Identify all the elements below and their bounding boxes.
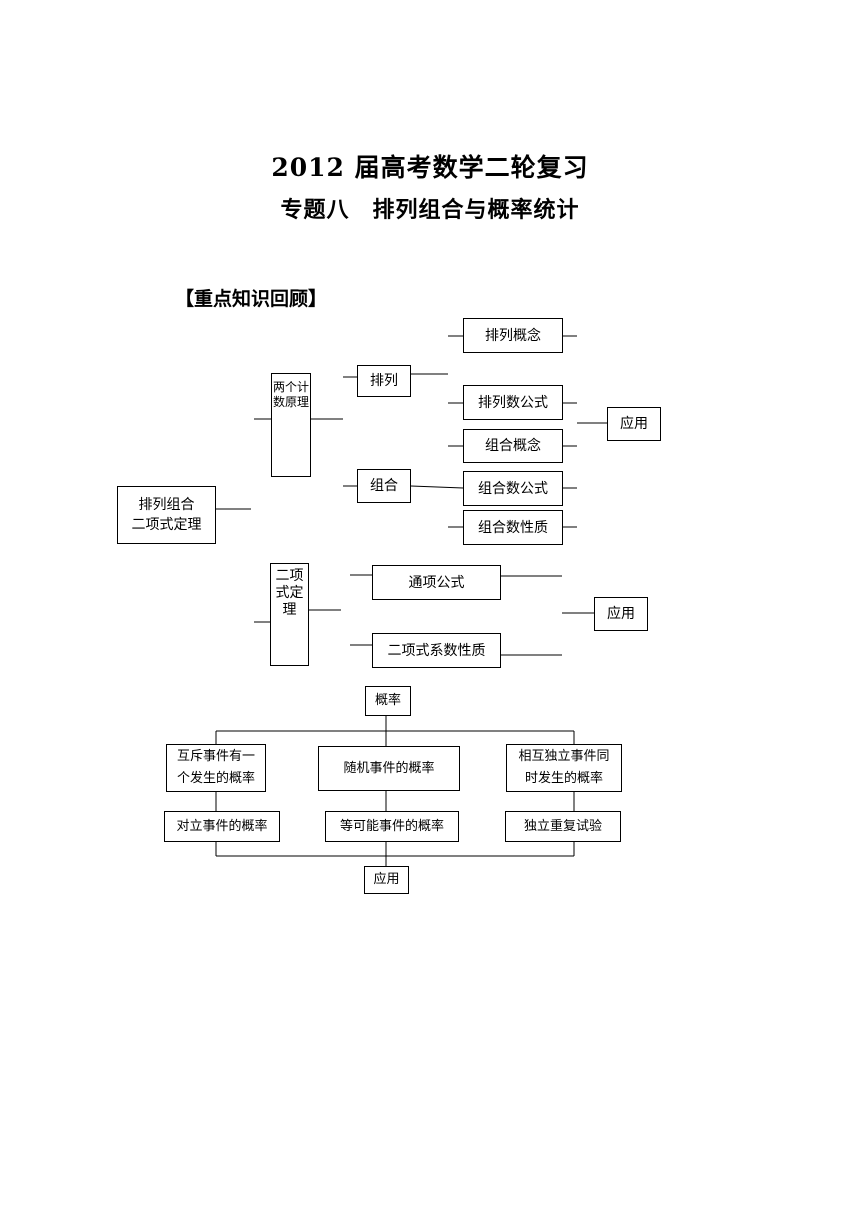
mutually-exclusive-box: 互斥事件有一个发生的概率 — [166, 744, 266, 792]
application-box-2: 应用 — [594, 597, 648, 631]
counting-principles-box: 两个计数原理 — [271, 373, 311, 477]
document-title: 2012 届高考数学二轮复习 — [271, 153, 589, 182]
equally-likely-box: 等可能事件的概率 — [325, 811, 459, 842]
comb-property-box: 组合数性质 — [463, 510, 563, 545]
combination-box: 组合 — [357, 469, 411, 503]
binomial-theorem-box: 二项式定理 — [270, 563, 309, 666]
root-box: 排列组合 二项式定理 — [117, 486, 216, 544]
application-box-1: 应用 — [607, 407, 661, 441]
perm-formula-box: 排列数公式 — [463, 385, 563, 420]
permutation-box: 排列 — [357, 365, 411, 397]
general-term-box: 通项公式 — [372, 565, 501, 600]
comb-concept-box: 组合概念 — [463, 429, 563, 463]
random-event-box: 随机事件的概率 — [318, 746, 460, 791]
section-heading: 【重点知识回顾】 — [175, 288, 328, 310]
perm-concept-box: 排列概念 — [463, 318, 563, 353]
independent-events-box: 相互独立事件同时发生的概率 — [506, 744, 622, 792]
probability-box: 概率 — [365, 686, 411, 716]
document-subtitle: 专题八 排列组合与概率统计 — [280, 197, 580, 223]
repeated-trials-box: 独立重复试验 — [505, 811, 621, 842]
application-box-3: 应用 — [364, 866, 409, 894]
comb-formula-box: 组合数公式 — [463, 471, 563, 506]
connector — [410, 485, 464, 489]
complement-box: 对立事件的概率 — [164, 811, 280, 842]
coef-property-box: 二项式系数性质 — [372, 633, 501, 668]
